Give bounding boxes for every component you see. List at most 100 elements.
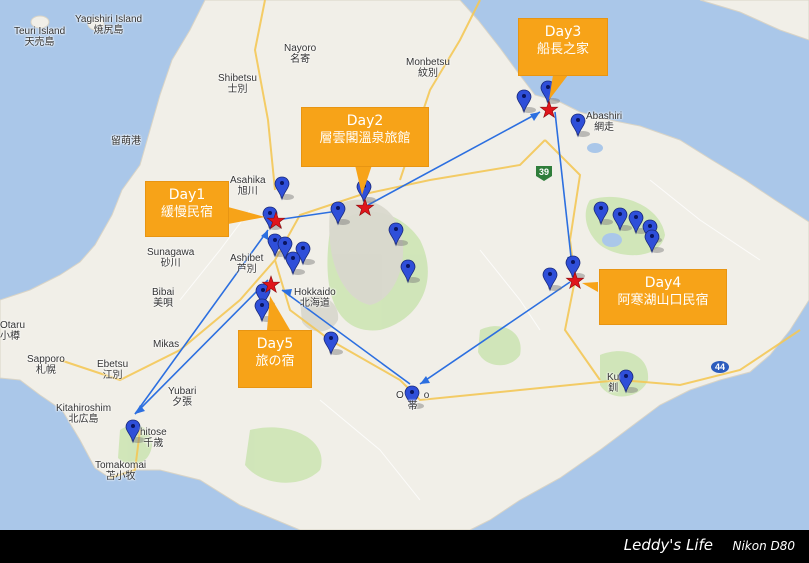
lake-kussharo	[602, 233, 622, 247]
place-name-ja: 紋別	[417, 68, 438, 79]
pin-icon[interactable]	[516, 89, 536, 114]
place-name: Asahika	[230, 175, 266, 186]
route-44-label: 44	[714, 362, 725, 372]
pin-icon[interactable]	[400, 259, 420, 284]
label-mikasa: Mikas	[153, 339, 180, 350]
place-name-ja: 焼尻島	[93, 25, 124, 36]
pin-icon[interactable]	[274, 176, 294, 201]
overnight-stars	[261, 100, 585, 294]
day-title: Day4	[644, 275, 682, 291]
place-name: Ku	[607, 372, 620, 383]
pin-icon[interactable]	[542, 267, 562, 292]
callout-day2[interactable]: Day2 層雲閣溫泉旅館	[301, 107, 429, 167]
route-39-label: 39	[538, 167, 549, 177]
day-lodging: 旅の宿	[255, 354, 295, 369]
pin-icon[interactable]	[628, 210, 648, 235]
place-name: Yagishiri Island	[75, 14, 143, 25]
place-name-ja: 小樽	[0, 331, 20, 342]
place-name: Yubari	[168, 386, 197, 397]
place-name-ja: 苫小牧	[105, 471, 136, 482]
day-title: Day3	[544, 24, 582, 40]
place-name-ja: 帯	[407, 401, 418, 412]
place-name: O	[396, 390, 404, 401]
star-icon[interactable]	[266, 211, 286, 230]
star-icon[interactable]	[565, 271, 585, 290]
callout-day5[interactable]: Day5 旅の宿	[238, 330, 312, 388]
place-name: Ashibet	[230, 253, 264, 264]
place-name-ja: 夕張	[172, 397, 193, 408]
place-pins	[125, 80, 664, 444]
pin-icon[interactable]	[618, 369, 638, 394]
star-icon[interactable]	[539, 100, 559, 119]
northeast-land	[699, 0, 809, 41]
callout-day3[interactable]: Day3 船長之家	[518, 18, 608, 76]
callout-day1[interactable]: Day1 緩慢民宿	[145, 181, 229, 237]
place-name: Abashiri	[586, 111, 623, 122]
pin-icon[interactable]	[295, 241, 315, 266]
teuri-island	[30, 15, 50, 29]
place-name-ja: 旭川	[237, 186, 258, 197]
watermark-brand: Leddy's Life	[623, 536, 713, 554]
place-name-ja: 美唄	[153, 298, 174, 309]
watermark-camera: Nikon D80	[732, 539, 795, 553]
star-icon[interactable]	[355, 198, 375, 217]
place-name: hitose	[140, 427, 167, 438]
pin-icon[interactable]	[404, 385, 424, 410]
place-name: Shibetsu	[218, 73, 257, 84]
place-name: Kitahiroshim	[56, 403, 112, 414]
pin-icon[interactable]	[644, 229, 664, 254]
place-name: Otaru	[0, 320, 26, 331]
place-name: Tomakomai	[95, 460, 147, 471]
star-icon[interactable]	[261, 275, 281, 294]
day-lodging: 阿寒湖山口民宿	[617, 293, 709, 308]
place-name-ja: 北海道	[299, 298, 330, 309]
pin-icon[interactable]	[570, 113, 590, 138]
mountain-areas	[300, 199, 404, 332]
place-name-ja: 砂川	[160, 258, 181, 269]
pin-icon[interactable]	[125, 419, 145, 444]
day-lodging: 緩慢民宿	[160, 205, 213, 220]
pin-icon[interactable]	[330, 201, 350, 226]
place-name-ja: 江別	[102, 370, 123, 381]
label-rumoi: 留萌港	[111, 136, 141, 147]
place-name-ja: 名寄	[290, 54, 311, 65]
place-name-ja: 北広島	[68, 414, 99, 425]
place-name-ja: 天売島	[24, 37, 55, 48]
pin-icon[interactable]	[285, 251, 305, 276]
pin-icon[interactable]	[323, 331, 343, 356]
place-name: Sunagawa	[147, 247, 195, 258]
callout-day4[interactable]: Day4 阿寒湖山口民宿	[599, 269, 727, 325]
pin-icon[interactable]	[593, 201, 613, 226]
day-lodging: 船長之家	[536, 42, 589, 57]
pin-icon[interactable]	[612, 207, 632, 232]
route-44-shield	[711, 361, 729, 373]
day-title: Day2	[346, 113, 384, 129]
place-name-ja: 芦別	[236, 264, 257, 275]
place-name-ja: 札幌	[35, 365, 56, 376]
place-name: Hokkaido	[294, 287, 336, 298]
route-lines	[134, 111, 573, 415]
place-name: Ebetsu	[97, 359, 129, 370]
pin-icon[interactable]	[388, 222, 408, 247]
route-39-shield	[536, 166, 552, 181]
place-name: Monbetsu	[406, 57, 450, 68]
day-title: Day1	[168, 187, 206, 203]
